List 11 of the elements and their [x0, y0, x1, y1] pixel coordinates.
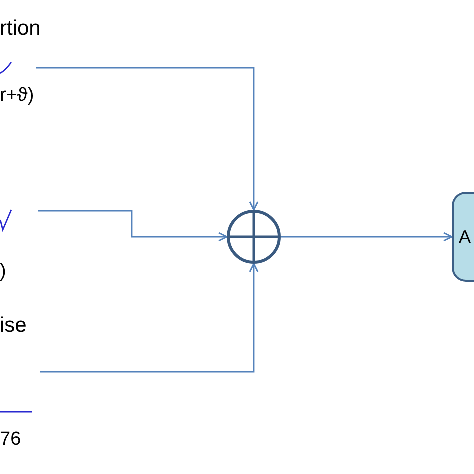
signal-name: rtion: [0, 16, 41, 42]
connector-arrow: [40, 263, 259, 373]
signal-name: ise: [0, 313, 27, 339]
process-box: [452, 192, 474, 282]
connector-arrow: [38, 210, 228, 242]
formula: r+ϑ): [0, 84, 34, 108]
connector-arrow: [281, 232, 453, 242]
formula: 76: [0, 428, 22, 452]
formula: ): [0, 260, 6, 284]
box-label: A: [459, 228, 472, 246]
connector-arrow: [36, 67, 259, 211]
